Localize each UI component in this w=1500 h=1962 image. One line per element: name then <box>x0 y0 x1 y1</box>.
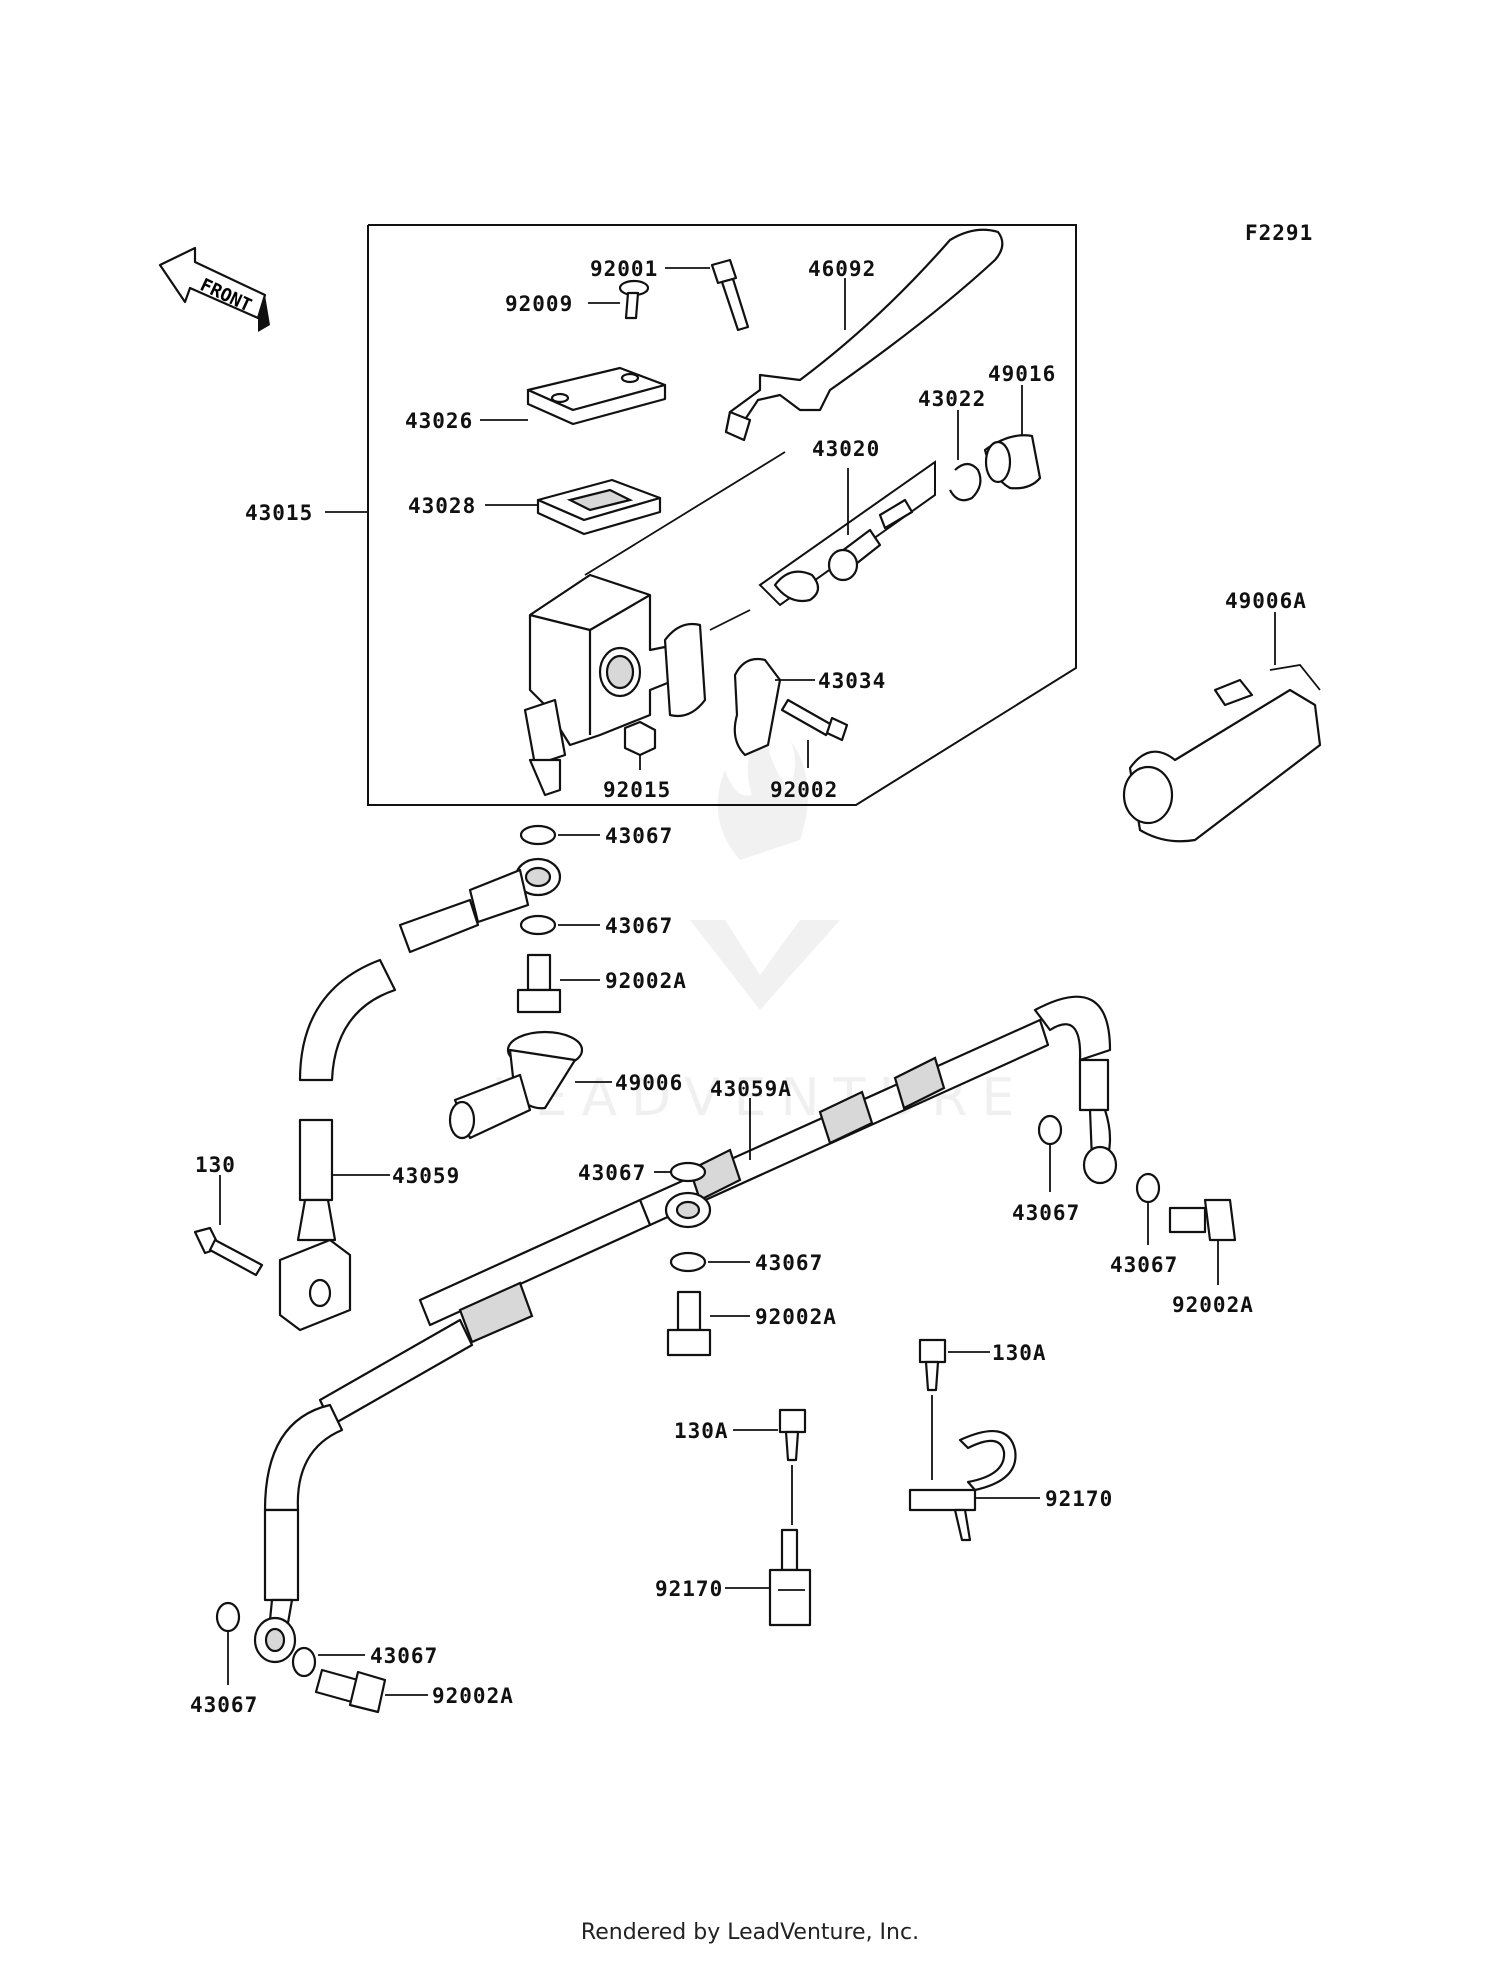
clamp-92170-right <box>908 1430 1017 1542</box>
label-92001: 92001 <box>590 257 658 281</box>
label-49016: 49016 <box>988 362 1056 386</box>
label-92002A-b: 92002A <box>755 1305 837 1329</box>
banjo-fitting-middle <box>664 1191 712 1229</box>
banjo-bolt-92002A-a <box>516 953 562 1014</box>
label-43015: 43015 <box>245 501 313 525</box>
label-43067-g: 43067 <box>190 1693 258 1717</box>
union-block <box>278 1238 352 1332</box>
label-92002A-d: 92002A <box>432 1684 514 1708</box>
washer-43067-f <box>1135 1172 1161 1204</box>
cap-43026 <box>526 366 667 426</box>
label-43026: 43026 <box>405 409 473 433</box>
bolt-130 <box>193 1226 264 1277</box>
label-92015: 92015 <box>603 778 671 802</box>
label-92002A-a: 92002A <box>605 969 687 993</box>
label-92002A-c: 92002A <box>1172 1293 1254 1317</box>
label-43020: 43020 <box>812 437 880 461</box>
bolt-92001 <box>710 258 750 332</box>
banjo-bolt-92002A-d <box>314 1668 387 1714</box>
label-130: 130 <box>195 1153 236 1177</box>
label-92009: 92009 <box>505 292 573 316</box>
boot-49016 <box>983 434 1042 490</box>
washer-43067-a <box>519 824 557 846</box>
lever-46092 <box>724 228 1004 442</box>
diaphragm-43028 <box>536 478 662 536</box>
bolt-130A-center <box>778 1408 807 1462</box>
label-130A-b: 130A <box>674 1419 729 1443</box>
label-43067-a: 43067 <box>605 824 673 848</box>
piston-kit-43020 <box>758 460 936 607</box>
circlip-43022 <box>949 462 982 502</box>
label-130A-a: 130A <box>992 1341 1047 1365</box>
nut-92015 <box>623 720 657 757</box>
assembly-frame-43015 <box>367 224 1077 806</box>
washer-43067-c <box>669 1161 707 1183</box>
label-43067-e: 43067 <box>1012 1201 1080 1225</box>
washer-43067-d <box>669 1251 707 1273</box>
label-92170-b: 92170 <box>655 1577 723 1601</box>
front-arrow-icon: FRONT <box>158 246 270 332</box>
master-cylinder-body <box>523 573 707 797</box>
hose-43059 <box>296 898 480 1242</box>
cover-49006A <box>1122 664 1322 843</box>
label-43067-h: 43067 <box>370 1644 438 1668</box>
banjo-fitting-lower <box>253 1616 297 1664</box>
banjo-bolt-92002A-c <box>1168 1198 1237 1242</box>
label-49006: 49006 <box>615 1071 683 1095</box>
footer-credit: Rendered by LeadVenture, Inc. <box>580 1920 920 1945</box>
label-49006A: 49006A <box>1225 589 1307 613</box>
boot-49006 <box>448 1030 584 1140</box>
label-43059: 43059 <box>392 1164 460 1188</box>
hose-43059A <box>263 995 1112 1642</box>
bolt-130A-right <box>918 1338 947 1392</box>
holder-43034 <box>733 657 782 757</box>
label-43067-f: 43067 <box>1110 1253 1178 1277</box>
label-43067-d: 43067 <box>755 1251 823 1275</box>
washer-43067-e <box>1037 1114 1063 1146</box>
label-43067-c: 43067 <box>578 1161 646 1185</box>
label-43022: 43022 <box>918 387 986 411</box>
washer-43067-b <box>519 914 557 936</box>
label-43059A: 43059A <box>710 1077 792 1101</box>
washer-43067-h <box>291 1646 317 1678</box>
bolt-92002 <box>780 698 849 742</box>
clamp-92170-center <box>768 1528 812 1627</box>
label-46092: 46092 <box>808 257 876 281</box>
label-43067-b: 43067 <box>605 914 673 938</box>
label-43034: 43034 <box>818 669 886 693</box>
washer-43067-g <box>215 1601 241 1633</box>
label-43028: 43028 <box>408 494 476 518</box>
screw-92009 <box>618 279 650 320</box>
label-92170-a: 92170 <box>1045 1487 1113 1511</box>
banjo-fitting-right <box>1082 1145 1118 1185</box>
label-92002: 92002 <box>770 778 838 802</box>
banjo-bolt-92002A-b <box>666 1290 712 1357</box>
banjo-fitting-upper <box>468 857 562 924</box>
diagram-code: F2291 <box>1245 221 1313 245</box>
